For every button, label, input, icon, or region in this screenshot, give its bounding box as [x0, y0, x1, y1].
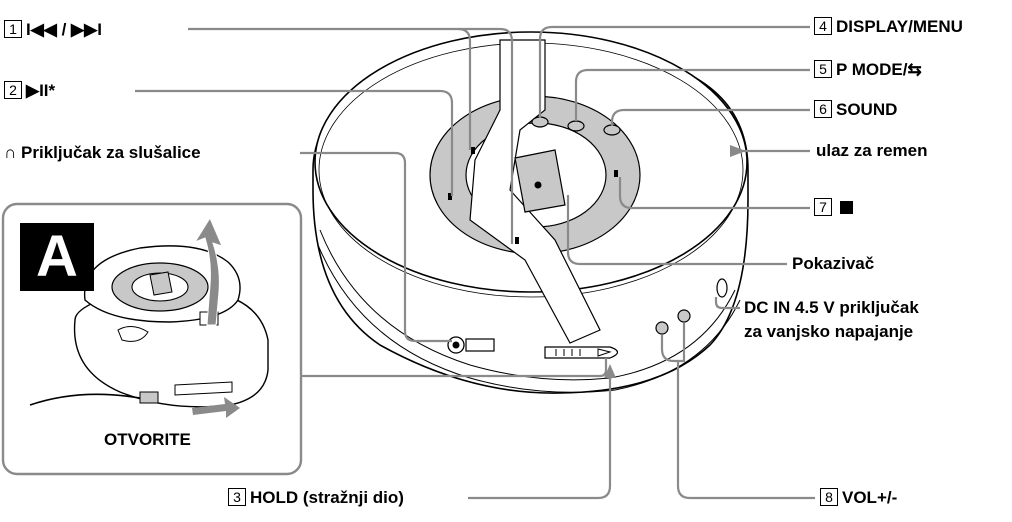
callout-4: 4 [814, 17, 832, 35]
label-play-pause: 2▶II* [4, 81, 55, 101]
callout-8: 8 [820, 488, 838, 506]
open-arrow [193, 216, 223, 326]
callout-6: 6 [814, 100, 832, 118]
headphones-icon: ∩ [4, 143, 17, 162]
callout-3: 3 [228, 488, 246, 506]
label-headphones: ∩ Priključak za slušalice [4, 143, 201, 163]
display-menu-button [531, 116, 549, 128]
callout-5: 5 [814, 60, 832, 78]
p-mode-button [567, 120, 585, 132]
hold-text: HOLD (stražnji dio) [250, 488, 404, 507]
hold-arrow [604, 364, 616, 378]
headphones-text: Priključak za slušalice [21, 143, 201, 162]
label-stop: 7 [814, 198, 853, 218]
stop-icon [840, 201, 853, 214]
dc-in-jack [716, 278, 728, 298]
display-menu-text: DISPLAY/MENU [836, 17, 963, 36]
label-pointer: Pokazivač [792, 254, 875, 273]
play-pause-text: ▶II* [26, 81, 56, 100]
vol-plus-button [677, 309, 691, 323]
callout-1: 1 [4, 20, 22, 38]
label-open: OTVORITE [104, 430, 191, 449]
sound-button [603, 124, 621, 136]
label-dc-in-1: DC IN 4.5 V priključak [744, 298, 919, 317]
sound-text: SOUND [836, 100, 898, 119]
cd-player-body [312, 31, 749, 394]
repeat-icon: ⇆ [907, 60, 922, 79]
callout-2: 2 [4, 81, 22, 99]
display-pointer [514, 149, 566, 213]
label-strap: ulaz za remen [816, 141, 928, 160]
skip-text: I◀◀ / ▶▶I [26, 20, 102, 39]
label-dc-in-2: za vanjsko napajanje [744, 322, 914, 341]
p-mode-text: P MODE/ [836, 60, 908, 79]
lid-strip [469, 39, 601, 344]
callout-7: 7 [814, 198, 832, 216]
slide-arrow [192, 397, 240, 418]
vol-text: VOL+/- [842, 488, 898, 507]
vol-minus-button [655, 321, 669, 335]
leader-lines [135, 25, 815, 500]
inset-badge: A [20, 223, 94, 291]
